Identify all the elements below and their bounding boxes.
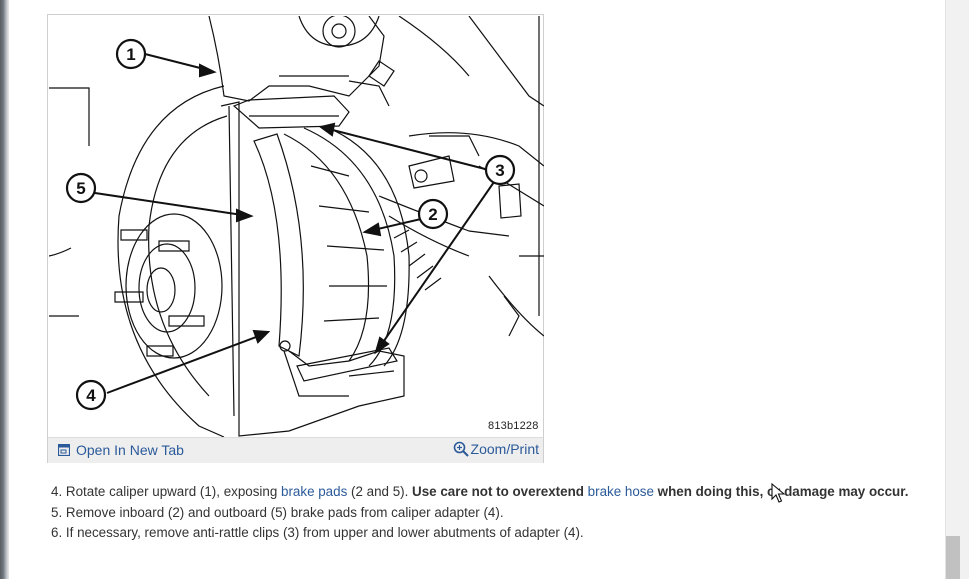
callout-label-4: 4 — [86, 386, 96, 405]
brake-caliper-diagram: 1 2 3 4 5 — [49, 16, 544, 437]
step-text: (2 and 5). — [347, 484, 413, 499]
scrollbar-thumb[interactable] — [946, 536, 960, 579]
step-number: 6. — [51, 525, 63, 541]
step-number: 5. — [51, 504, 63, 520]
diagram-figure: 1 2 3 4 5 813b1228 — [47, 14, 544, 463]
callout-circle-3 — [484, 154, 516, 186]
caution-text-end: when doing this, or damage may occur. — [657, 484, 909, 499]
step-number: 4. — [51, 484, 63, 499]
callout-circle-5 — [65, 172, 97, 204]
open-in-new-tab-link[interactable]: Open In New Tab — [58, 440, 184, 460]
caution-text: Use care not to overextend — [412, 484, 588, 499]
figure-toolbar — [48, 437, 543, 463]
step-6: 6. If necessary, remove anti-rattle clip… — [51, 523, 908, 544]
step-text: If necessary, remove anti-rattle clips (… — [65, 525, 584, 541]
procedure-steps: 4. Rotate caliper upward (1), exposing b… — [51, 482, 908, 544]
external-tab-icon — [58, 444, 70, 456]
figure-id-label: 813b1228 — [488, 420, 539, 432]
vertical-scrollbar[interactable] — [945, 0, 969, 579]
callout-label-2: 2 — [428, 205, 437, 224]
step-text: Rotate caliper upward (1), exposing — [65, 484, 282, 499]
callout-label-3: 3 — [495, 161, 504, 180]
callout-circle-2 — [417, 198, 449, 230]
zoom-print-label: Zoom/Print — [470, 441, 539, 457]
callout-circle-1 — [115, 38, 147, 70]
magnifier-icon — [453, 441, 469, 457]
step-4: 4. Rotate caliper upward (1), exposing b… — [51, 482, 908, 503]
brake-hose-link[interactable]: brake hose — [587, 484, 654, 499]
step-5: 5. Remove inboard (2) and outboard (5) b… — [51, 503, 908, 524]
callout-label-5: 5 — [76, 179, 85, 198]
window-left-edge — [0, 0, 9, 579]
brake-pads-link[interactable]: brake pads — [281, 484, 348, 499]
open-in-new-tab-label: Open In New Tab — [76, 442, 184, 458]
callout-circle-4 — [75, 379, 107, 411]
mouse-pointer-icon — [771, 483, 785, 503]
zoom-print-link[interactable]: Zoom/Print — [453, 438, 539, 460]
step-text: Remove inboard (2) and outboard (5) brak… — [65, 504, 504, 520]
callout-label-1: 1 — [126, 45, 135, 64]
